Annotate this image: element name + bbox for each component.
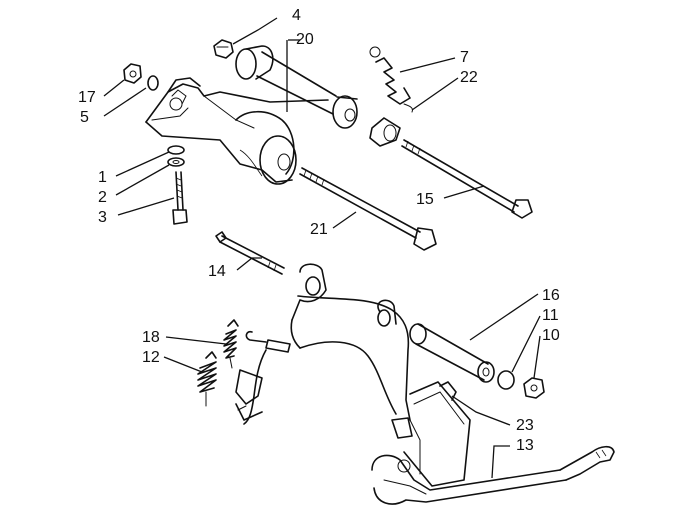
callout-18: 18: [142, 329, 160, 346]
callout-12: 12: [142, 349, 160, 366]
callout-7: 7: [460, 49, 469, 66]
callout-1: 1: [98, 169, 107, 186]
callout-17: 17: [78, 89, 96, 106]
washer-part-2: [167, 157, 185, 167]
callout-16: 16: [542, 287, 560, 304]
engine-bracket: [145, 77, 329, 185]
pin-part-16: [409, 323, 495, 383]
callout-3: 3: [98, 209, 107, 226]
callout-21: 21: [310, 221, 328, 238]
stand-foot-part-13: [371, 445, 615, 505]
callout-10: 10: [542, 327, 560, 344]
callout-13: 13: [516, 437, 534, 454]
callout-5: 5: [80, 109, 89, 126]
callout-11: 11: [542, 307, 559, 324]
bolt-part-21: [299, 167, 437, 251]
bolt-part-3: [172, 171, 188, 225]
callout-14: 14: [208, 263, 226, 280]
sleeve-part-22: [369, 117, 401, 147]
spring-part-12: [197, 351, 217, 407]
callout-20: 20: [296, 31, 314, 48]
pad-part-23: [403, 381, 471, 487]
nut-part-4: [213, 39, 234, 59]
callout-4: 4: [292, 7, 301, 24]
callout-labels: 4 20 7 22 17 5 1 2 3 15 21 14 16 11 10 1…: [78, 7, 560, 454]
callout-2: 2: [98, 189, 107, 206]
centre-stand-frame: [235, 263, 413, 439]
bolt-part-14: [215, 231, 285, 275]
nut-part-10: [523, 377, 545, 399]
washer-part-1: [167, 145, 185, 155]
callout-23: 23: [516, 417, 534, 434]
washer-part-11: [497, 370, 515, 390]
callout-15: 15: [416, 191, 434, 208]
bushing-shaft-part-20: [235, 45, 358, 129]
washer-part-5: [147, 75, 159, 91]
spring-part-18: [223, 319, 239, 369]
bolt-part-15: [401, 139, 533, 219]
nut-part-17: [123, 63, 142, 84]
leader-lines: [103, 17, 541, 479]
callout-22: 22: [460, 69, 478, 86]
spring-part-7: [369, 46, 413, 113]
